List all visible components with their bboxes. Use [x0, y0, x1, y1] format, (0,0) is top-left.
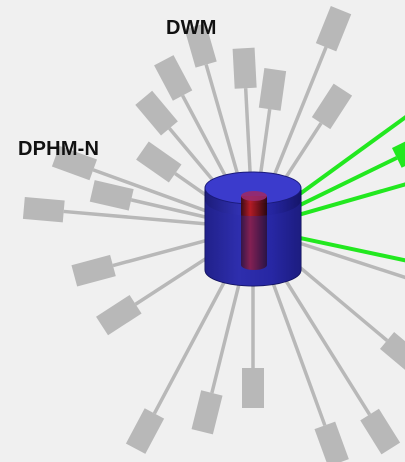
label-dphm-n: DPHM-N: [18, 138, 100, 160]
gray-sensor-module-icon-16: [379, 332, 405, 375]
gray-spoke-line-9: [112, 236, 215, 268]
gray-spoke-line-8: [130, 198, 215, 221]
green-spoke-line-1: [288, 156, 398, 213]
gray-spoke-line-14: [265, 264, 327, 426]
cylinder-detector-icon: [204, 171, 302, 287]
gray-sensor-module-icon-7: [136, 141, 182, 183]
gray-spoke-line-19: [63, 209, 214, 227]
detector-core: [241, 196, 267, 270]
gray-sensor-module-icon-12: [191, 390, 223, 435]
green-spokes-group: [284, 115, 405, 263]
gray-sensor-module-icon-10: [96, 295, 142, 336]
gray-sensor-module-icon-9: [71, 254, 116, 287]
gray-sensor-module-icon-15: [360, 408, 401, 455]
gray-sensor-module-icon-0: [184, 23, 217, 68]
gray-spoke-line-17: [290, 238, 405, 280]
gray-sensor-module-icon-5: [311, 83, 353, 130]
label-dwm: DWM: [166, 17, 217, 39]
gray-spoke-line-12: [210, 266, 246, 394]
green-spoke-line-2: [290, 182, 405, 219]
gray-sensor-module-icon-2: [154, 55, 193, 101]
gray-sensor-module-icon-6: [135, 90, 178, 136]
gray-spoke-line-18: [92, 168, 217, 216]
green-sensor-module-icon-1: [391, 130, 405, 168]
gray-spokes-group: [22, 5, 405, 462]
green-spoke-line-0: [284, 115, 405, 207]
gray-sensor-module-icon-8: [89, 180, 134, 211]
detector-core-top: [241, 191, 267, 201]
gray-sensor-module-icon-1: [232, 47, 257, 89]
gray-sensor-module-icon-3: [315, 5, 352, 52]
detector-front-glass: [205, 200, 301, 286]
gray-sensor-module-icon-19: [22, 196, 65, 223]
gray-sensor-module-icon-14: [314, 421, 349, 462]
gray-spoke-line-3: [266, 46, 328, 192]
green-spoke-line-3: [291, 234, 405, 263]
gray-spoke-line-11: [152, 262, 236, 415]
gray-sensor-module-icon-4: [258, 68, 287, 111]
gray-spoke-line-0: [204, 64, 244, 191]
gray-sensor-module-icon-11: [125, 408, 165, 454]
gray-sensor-module-icon-13: [242, 368, 264, 408]
gray-sensor-module-icon-18: [51, 145, 98, 181]
gray-spoke-line-1: [243, 88, 253, 189]
gray-spoke-line-15: [272, 260, 372, 416]
